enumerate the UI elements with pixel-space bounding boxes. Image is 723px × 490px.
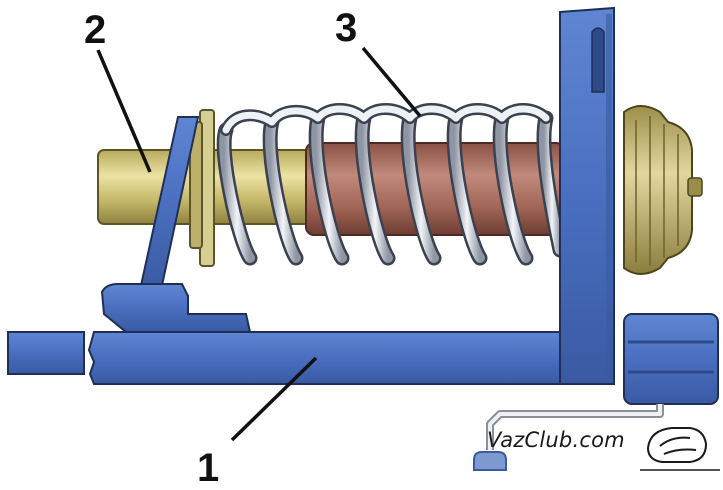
watermark-text: VazClub.com — [487, 428, 625, 452]
spring — [216, 103, 568, 266]
rod-sleeve — [305, 142, 565, 236]
callout-3: 3 — [335, 6, 358, 50]
lever-bracket — [100, 116, 252, 333]
lever-bar — [7, 331, 561, 385]
rubber-boot — [623, 105, 703, 275]
watermark-logo-icon — [640, 427, 720, 471]
leader-line-1 — [230, 356, 318, 442]
spring-washer — [189, 109, 215, 267]
leader-lines — [96, 46, 422, 442]
callout-2: 2 — [84, 8, 107, 52]
callout-1: 1 — [197, 446, 220, 490]
cable — [473, 404, 664, 471]
leader-line-2 — [96, 49, 152, 173]
leader-line-3 — [361, 46, 422, 118]
clamp-block — [623, 313, 719, 405]
mounting-plate — [559, 6, 615, 385]
